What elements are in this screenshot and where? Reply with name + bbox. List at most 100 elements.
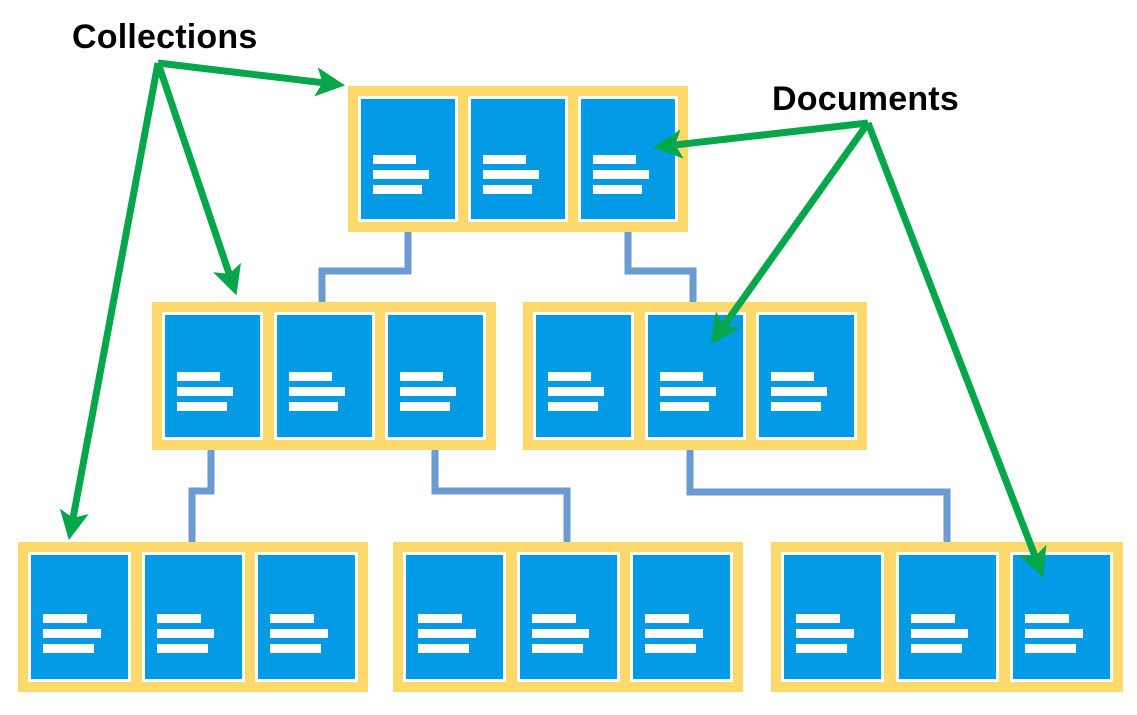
document-text-line bbox=[270, 614, 315, 623]
document-text-line bbox=[483, 155, 526, 164]
document-text-line bbox=[796, 644, 847, 653]
document-text-line bbox=[400, 402, 450, 411]
document-text-line bbox=[645, 644, 696, 653]
tree-connector bbox=[686, 450, 951, 542]
document-text-line bbox=[43, 644, 94, 653]
document-card[interactable] bbox=[578, 96, 678, 222]
document-text-line bbox=[645, 614, 690, 623]
document-text-lines bbox=[388, 372, 483, 437]
document-card[interactable] bbox=[895, 552, 999, 682]
document-card[interactable] bbox=[1010, 552, 1113, 682]
document-text-lines bbox=[581, 155, 675, 219]
document-text-lines bbox=[471, 155, 565, 219]
document-text-line bbox=[43, 629, 101, 638]
collection-container[interactable] bbox=[771, 542, 1123, 692]
collection-container[interactable] bbox=[348, 86, 688, 232]
document-text-line bbox=[771, 372, 815, 381]
collection-container[interactable] bbox=[523, 302, 867, 450]
document-text-lines bbox=[633, 614, 730, 679]
document-card[interactable] bbox=[756, 312, 857, 440]
document-text-line bbox=[659, 402, 710, 411]
document-card[interactable] bbox=[644, 312, 746, 440]
documents-label: Documents bbox=[772, 80, 959, 118]
document-text-line bbox=[43, 614, 88, 623]
document-text-line bbox=[400, 372, 444, 381]
collection-container[interactable] bbox=[393, 542, 743, 692]
document-text-line bbox=[418, 614, 463, 623]
document-text-line bbox=[400, 387, 457, 396]
document-text-line bbox=[373, 185, 423, 194]
document-text-line bbox=[910, 644, 962, 653]
document-card[interactable] bbox=[358, 96, 458, 222]
document-text-line bbox=[659, 372, 703, 381]
document-text-lines bbox=[648, 372, 743, 437]
document-card[interactable] bbox=[781, 552, 884, 682]
document-card[interactable] bbox=[533, 312, 634, 440]
document-card[interactable] bbox=[385, 312, 486, 440]
document-card[interactable] bbox=[516, 552, 620, 682]
document-text-line bbox=[156, 644, 208, 653]
document-text-line bbox=[593, 170, 649, 179]
document-text-line bbox=[548, 402, 598, 411]
document-text-line bbox=[156, 614, 201, 623]
document-text-line bbox=[771, 402, 821, 411]
document-text-line bbox=[531, 614, 576, 623]
document-text-line bbox=[659, 387, 716, 396]
document-text-line bbox=[288, 372, 332, 381]
document-text-line bbox=[796, 629, 854, 638]
document-text-lines bbox=[258, 614, 355, 679]
document-card[interactable] bbox=[630, 552, 733, 682]
collection-container[interactable] bbox=[152, 302, 496, 450]
document-text-line bbox=[910, 614, 955, 623]
document-text-line bbox=[270, 629, 328, 638]
document-text-line bbox=[531, 629, 590, 638]
document-text-line bbox=[593, 155, 636, 164]
document-text-line bbox=[373, 170, 429, 179]
document-text-line bbox=[288, 402, 339, 411]
document-text-line bbox=[1025, 629, 1083, 638]
tree-connector bbox=[624, 232, 697, 302]
annotation-arrow bbox=[652, 119, 869, 159]
document-text-line bbox=[771, 387, 828, 396]
document-text-line bbox=[548, 387, 605, 396]
document-text-line bbox=[177, 387, 234, 396]
document-card[interactable] bbox=[255, 552, 358, 682]
document-text-lines bbox=[31, 614, 128, 679]
document-text-lines bbox=[784, 614, 881, 679]
document-text-line bbox=[910, 629, 969, 638]
document-text-lines bbox=[145, 614, 242, 679]
document-text-lines bbox=[277, 372, 372, 437]
document-card[interactable] bbox=[403, 552, 506, 682]
tree-connector bbox=[188, 450, 215, 542]
collections-label: Collections bbox=[72, 18, 258, 56]
annotation-arrow bbox=[864, 121, 1047, 578]
document-text-lines bbox=[520, 614, 617, 679]
document-card[interactable] bbox=[28, 552, 131, 682]
document-card[interactable] bbox=[162, 312, 263, 440]
document-text-lines bbox=[361, 155, 455, 219]
document-card[interactable] bbox=[141, 552, 245, 682]
document-text-lines bbox=[1013, 614, 1110, 679]
tree-connector bbox=[318, 232, 412, 302]
document-text-line bbox=[418, 629, 476, 638]
document-text-line bbox=[156, 629, 215, 638]
document-text-line bbox=[548, 372, 592, 381]
document-text-line bbox=[1025, 644, 1076, 653]
collection-container[interactable] bbox=[18, 542, 368, 692]
document-card[interactable] bbox=[468, 96, 568, 222]
document-text-line bbox=[373, 155, 416, 164]
document-text-line bbox=[177, 402, 227, 411]
document-text-line bbox=[796, 614, 841, 623]
document-text-lines bbox=[759, 372, 854, 437]
document-text-line bbox=[288, 387, 345, 396]
document-text-line bbox=[270, 644, 321, 653]
document-text-line bbox=[645, 629, 703, 638]
document-text-lines bbox=[899, 614, 996, 679]
annotation-arrow bbox=[157, 59, 346, 97]
annotation-arrow bbox=[59, 62, 162, 541]
document-text-lines bbox=[165, 372, 260, 437]
document-text-lines bbox=[406, 614, 503, 679]
annotation-arrow bbox=[154, 61, 241, 296]
document-card[interactable] bbox=[273, 312, 375, 440]
